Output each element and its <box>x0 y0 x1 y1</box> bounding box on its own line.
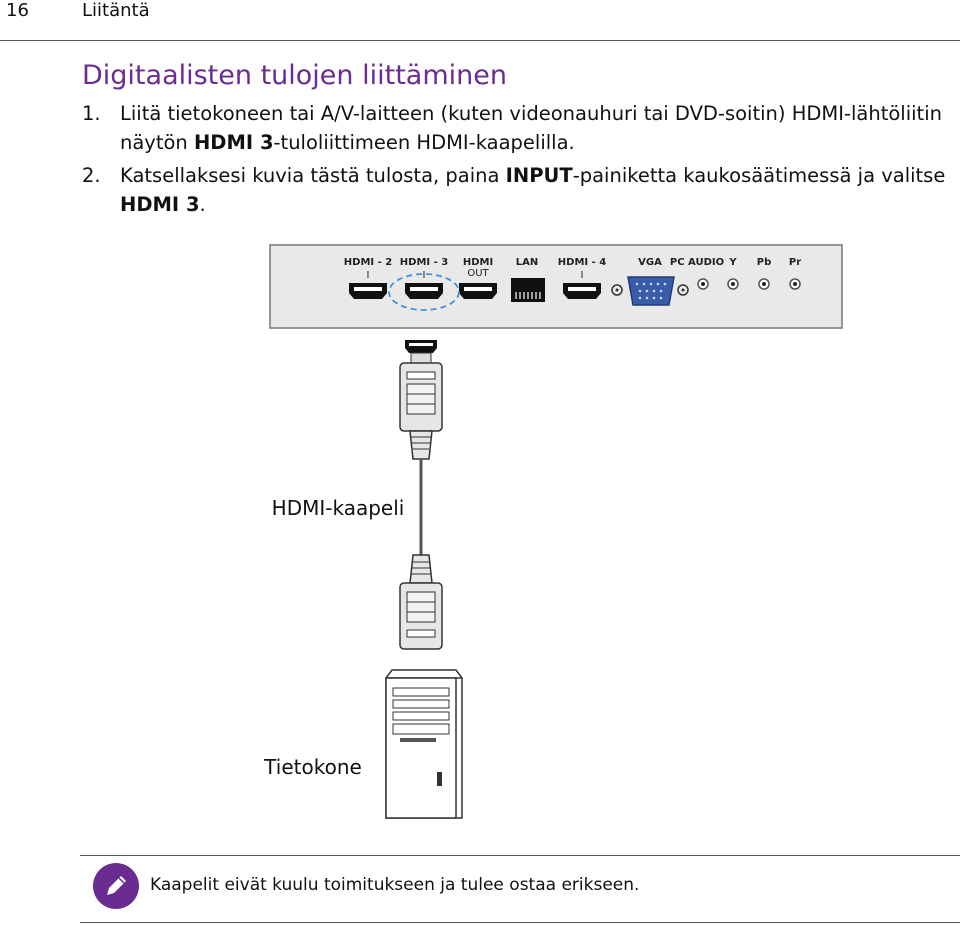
step-bold: HDMI 3 <box>193 131 274 154</box>
port-label-y: Y <box>728 257 737 268</box>
computer-tower-icon <box>385 669 463 819</box>
port-label-pb: Pb <box>757 257 772 268</box>
port-sub-hdmi2: I <box>367 270 370 281</box>
port-sub-hdmi4: I <box>581 270 584 281</box>
step-text: Katsellaksesi kuvia tästä tulosta, paina <box>120 164 506 187</box>
page-heading: Digitaalisten tulojen liittäminen <box>82 60 507 91</box>
pencil-icon <box>93 863 139 909</box>
step-number: 1. <box>82 102 101 125</box>
cable-caption: HDMI-kaapeli <box>272 496 405 520</box>
port-label-hdmi-out: HDMI <box>463 257 493 268</box>
port-label-pr: Pr <box>789 257 801 268</box>
port-label-hdmi-out-sub: OUT <box>467 268 489 279</box>
port-label-hdmi4: HDMI - 4 <box>558 257 606 268</box>
header-divider <box>0 40 960 41</box>
audio-jacks-icon <box>697 278 801 290</box>
step-text: -tuloliittimeen HDMI-kaapelilla. <box>273 131 575 154</box>
port-label-vga: VGA <box>638 257 662 268</box>
lan-port-icon <box>511 278 545 302</box>
port-label-pc-audio: PC AUDIO <box>670 257 724 268</box>
note-text: Kaapelit eivät kuulu toimitukseen ja tul… <box>150 875 640 895</box>
step-2: 2. Katsellaksesi kuvia tästä tulosta, pa… <box>82 161 952 219</box>
connection-diagram: HDMI - 2 HDMI - 3 HDMI LAN HDMI - 4 VGA … <box>263 244 843 819</box>
computer-caption: Tietokone <box>263 755 362 779</box>
port-label-hdmi2: HDMI - 2 <box>344 257 392 268</box>
step-1: 1. Liitä tietokoneen tai A/V-laitteen (k… <box>82 99 952 157</box>
section-title: Liitäntä <box>82 0 150 21</box>
step-text: . <box>199 193 206 216</box>
step-bold: INPUT <box>505 164 573 187</box>
port-label-lan: LAN <box>516 257 538 268</box>
vga-port-icon <box>611 276 689 306</box>
step-number: 2. <box>82 164 101 187</box>
page-number: 16 <box>6 0 29 21</box>
step-text: -painiketta kaukosäätimessä ja valitse <box>572 164 946 187</box>
note-divider-bottom <box>80 922 960 923</box>
note-divider-top <box>80 855 960 856</box>
port-sub-hdmi3: I <box>423 270 426 281</box>
step-text: Liitä tietokoneen tai A/V-laitteen (kute… <box>120 102 942 154</box>
step-bold: HDMI 3 <box>120 193 200 216</box>
port-label-hdmi3: HDMI - 3 <box>400 257 448 268</box>
hdmi3-highlight <box>388 273 460 311</box>
hdmi-cable-icon <box>399 340 443 650</box>
